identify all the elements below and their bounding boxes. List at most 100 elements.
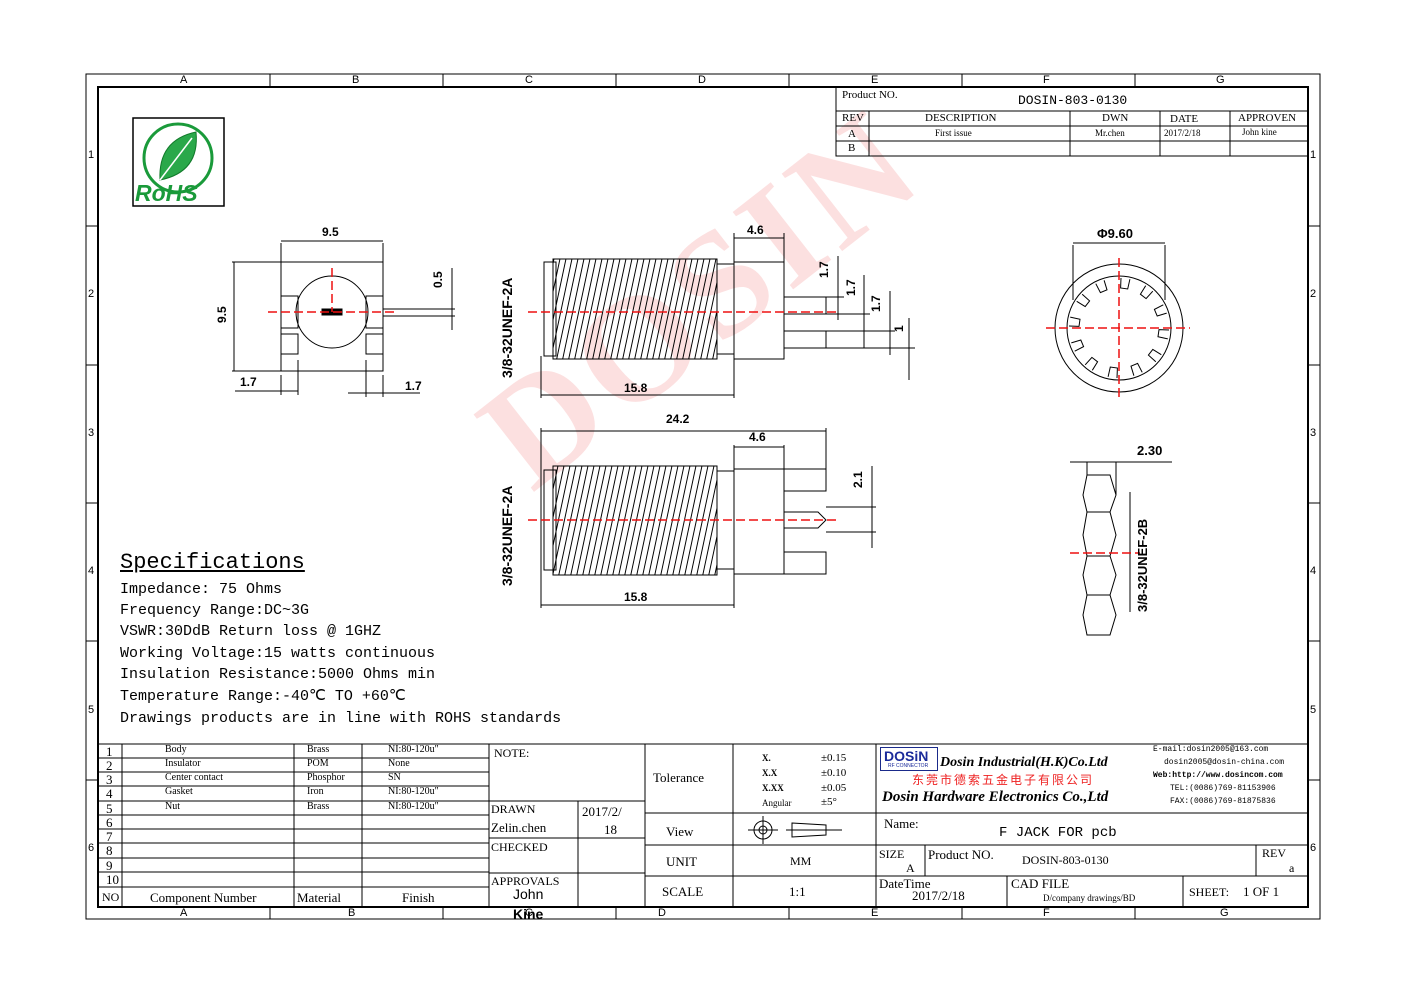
bom-row-number: 2 bbox=[106, 758, 113, 773]
checked-label: CHECKED bbox=[491, 840, 548, 854]
product-no-label: Product NO. bbox=[928, 847, 994, 862]
cad-file-path: D/company drawings/BD bbox=[1043, 893, 1136, 903]
dim-nut-thickness: 2.30 bbox=[1137, 443, 1163, 458]
bom-row-finish: SN bbox=[388, 772, 401, 783]
gear-tooth bbox=[1084, 356, 1099, 371]
bom-row-component: Body bbox=[165, 744, 187, 755]
gear-tooth bbox=[1071, 339, 1085, 352]
company-name-2: Dosin Hardware Electronics Co.,Ltd bbox=[882, 789, 1109, 805]
bom-row-number: 10 bbox=[106, 872, 119, 887]
col-label: G bbox=[1216, 74, 1225, 86]
tolerance-key: X. bbox=[762, 753, 771, 763]
rev-product-no: DOSIN-803-0130 bbox=[1018, 93, 1128, 108]
contact-email: E-mail:dosin2005@163.com bbox=[1153, 745, 1269, 754]
bom-header-component: Component Number bbox=[150, 890, 257, 905]
bom-row-number: 9 bbox=[106, 858, 113, 873]
approvals-name-1: John bbox=[513, 886, 544, 902]
datetime-value: 2017/2/18 bbox=[912, 888, 965, 903]
col-label: G bbox=[1220, 907, 1229, 919]
bom-row-number: 3 bbox=[106, 772, 113, 787]
spec-title: Specifications bbox=[120, 550, 305, 575]
dim-pin-length-lower: 4.6 bbox=[749, 430, 766, 444]
bom-row-finish: NI:80-120u" bbox=[388, 786, 439, 797]
spec-line: Impedance: 75 Ohms bbox=[120, 581, 283, 598]
gear-tooth bbox=[1139, 285, 1154, 300]
bom-row-number: 5 bbox=[106, 801, 113, 816]
dim-pin-a: 1.7 bbox=[817, 261, 831, 278]
rev-a-approven: John kine bbox=[1242, 127, 1277, 137]
gear-tooth bbox=[1153, 304, 1167, 317]
rev-header: REV bbox=[842, 112, 864, 124]
note-label: NOTE: bbox=[494, 746, 530, 760]
bom-row-component: Gasket bbox=[165, 786, 193, 797]
col-label: E bbox=[871, 907, 879, 919]
rev-a-date: 2017/2/18 bbox=[1164, 128, 1201, 138]
desc-header: DESCRIPTION bbox=[925, 112, 997, 124]
spec-line: Frequency Range:DC~3G bbox=[120, 602, 310, 619]
product-name: F JACK FOR pcb bbox=[999, 825, 1117, 841]
dim-nut-thread: 3/8-32UNEF-2B bbox=[1135, 518, 1150, 612]
bom-header-material: Material bbox=[297, 890, 342, 905]
gear-tooth bbox=[1130, 362, 1143, 376]
view-label: View bbox=[666, 824, 694, 839]
dim-pin-b: 1.7 bbox=[844, 279, 858, 296]
bom-row-finish: NI:80-120u" bbox=[388, 744, 439, 755]
dosin-logo-sub: RF CONNECTOR bbox=[888, 763, 929, 769]
dosin-logo: DOSiN RF CONNECTOR bbox=[880, 747, 938, 771]
rev-label: REV bbox=[1262, 846, 1286, 860]
dim-length-upper: 15.8 bbox=[624, 381, 648, 395]
spec-line: Working Voltage:15 watts continuous bbox=[120, 645, 436, 662]
tolerance-label: Tolerance bbox=[653, 770, 705, 785]
dim-right-foot: 1.7 bbox=[405, 379, 422, 393]
rev-a: A bbox=[848, 128, 856, 140]
product-no: DOSIN-803-0130 bbox=[1022, 853, 1109, 867]
company-name-cn: 东莞市德索五金电子有限公司 bbox=[912, 773, 1095, 787]
spec-line: VSWR:30DdB Return loss @ 1GHZ bbox=[120, 623, 382, 640]
row-label: 2 bbox=[88, 288, 95, 300]
dim-pin-gap: 2.1 bbox=[851, 471, 865, 488]
col-label: B bbox=[352, 74, 360, 86]
tolerance-key: Angular bbox=[762, 798, 792, 808]
company-name-1: Dosin Industrial(H.K)Co.Ltd bbox=[940, 755, 1108, 770]
size-value: A bbox=[906, 861, 915, 875]
dim-diameter: Φ9.60 bbox=[1097, 226, 1133, 241]
rev-a-dwn: Mr.chen bbox=[1095, 128, 1125, 138]
bom-row-number: 1 bbox=[106, 744, 113, 759]
row-label: 5 bbox=[1310, 704, 1317, 716]
dim-thread-upper: 3/8-32UNEF-2A bbox=[499, 277, 515, 378]
row-label: 3 bbox=[1310, 427, 1317, 439]
drawn-by: Zelin.chen bbox=[491, 820, 547, 835]
bom-row-material: Brass bbox=[307, 801, 330, 812]
bom-row-component: Center contact bbox=[165, 772, 224, 783]
rev-a-desc: First issue bbox=[935, 128, 972, 138]
drawn-label: DRAWN bbox=[491, 802, 536, 816]
col-label: F bbox=[1043, 907, 1050, 919]
approvals-name-2: Kine bbox=[513, 906, 544, 922]
gear-tooth bbox=[1157, 329, 1170, 340]
scale-label: SCALE bbox=[662, 884, 704, 899]
spec-line: Insulation Resistance:5000 Ohms min bbox=[120, 666, 436, 683]
tolerance-key: X.X bbox=[762, 768, 778, 778]
dim-length-lower: 15.8 bbox=[624, 590, 648, 604]
dim-pin-d: 1 bbox=[892, 325, 906, 332]
approven-header: APPROVEN bbox=[1238, 112, 1297, 124]
bom-row-material: Brass bbox=[307, 744, 330, 755]
tolerance-value: ±0.15 bbox=[821, 752, 847, 764]
row-label: 6 bbox=[88, 842, 95, 854]
dim-total-length: 24.2 bbox=[666, 412, 690, 426]
dim-pin-length-upper: 4.6 bbox=[747, 223, 764, 237]
tolerance-value: ±0.10 bbox=[821, 767, 847, 779]
tolerance-value: ±0.05 bbox=[821, 782, 847, 794]
gear-tooth bbox=[1107, 366, 1118, 379]
unit-value: MM bbox=[790, 854, 812, 868]
cad-file-label: CAD FILE bbox=[1011, 876, 1070, 891]
col-label: B bbox=[348, 907, 356, 919]
drawn-date-2: 18 bbox=[604, 822, 617, 837]
rev-value: a bbox=[1289, 861, 1295, 875]
bom-header-finish: Finish bbox=[402, 890, 435, 905]
bom-row-number: 6 bbox=[106, 815, 113, 830]
tolerance-key: X.XX bbox=[762, 783, 784, 793]
gear-tooth bbox=[1095, 280, 1108, 294]
tolerance-value: ±5° bbox=[821, 796, 837, 808]
drawn-date-1: 2017/2/ bbox=[582, 804, 622, 819]
